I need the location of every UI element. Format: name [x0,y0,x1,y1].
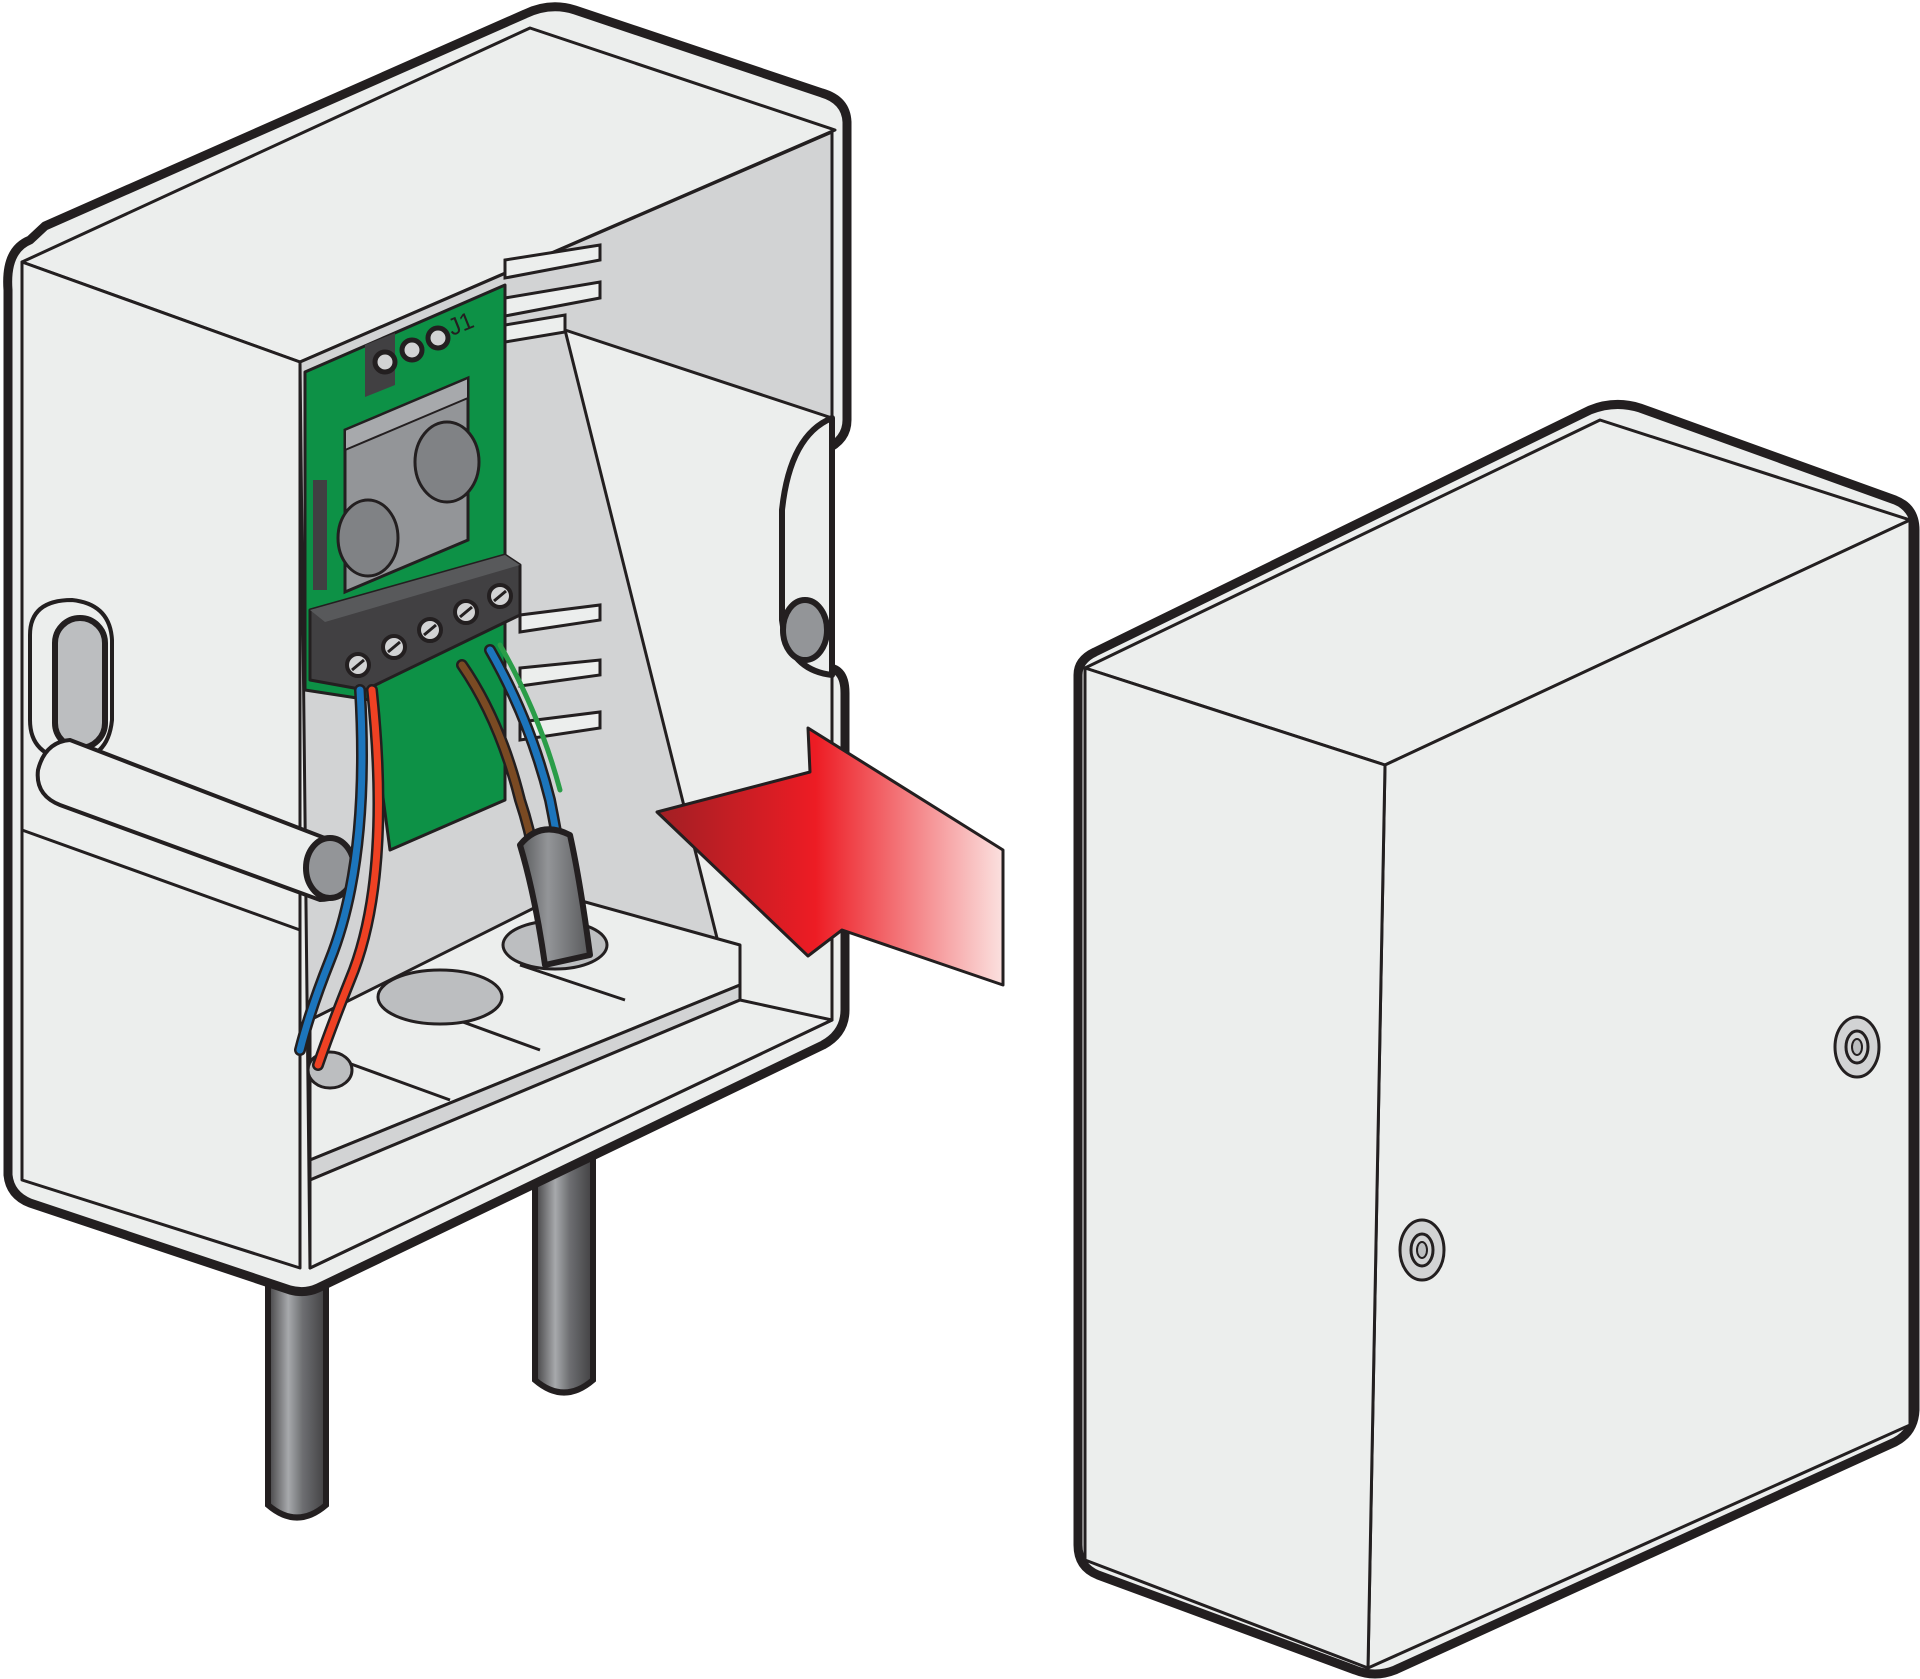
left-wall [20,260,302,1270]
open-enclosure-base: J1 [3,2,852,1297]
pcb-component-strip [313,480,327,590]
pcb-relay-top [344,376,469,452]
fit-direction-arrow [655,726,1005,987]
rod-right [532,1116,596,1396]
pcb-capacitor-2 [336,498,400,578]
terminal-block-top [310,555,520,622]
pcb-capacitor-1 [413,420,481,504]
side-screw-hole [780,597,830,663]
enclosure-cover [1073,400,1920,1679]
floor-strip [308,998,834,1270]
cable-sheath [517,826,593,968]
gland-plate [308,893,742,1162]
cover-screw-lower [1398,1218,1446,1282]
wires [294,642,566,1071]
j1-header-pins [372,325,451,375]
terminal-screw-slots [351,589,507,672]
mounting-slot [52,615,108,751]
wire-green [497,642,563,793]
gland-hole-1 [376,968,504,1026]
left-wall-seam [21,828,301,932]
cover-screw-upper [1833,1015,1881,1079]
cover-left-face [1083,666,1387,1670]
